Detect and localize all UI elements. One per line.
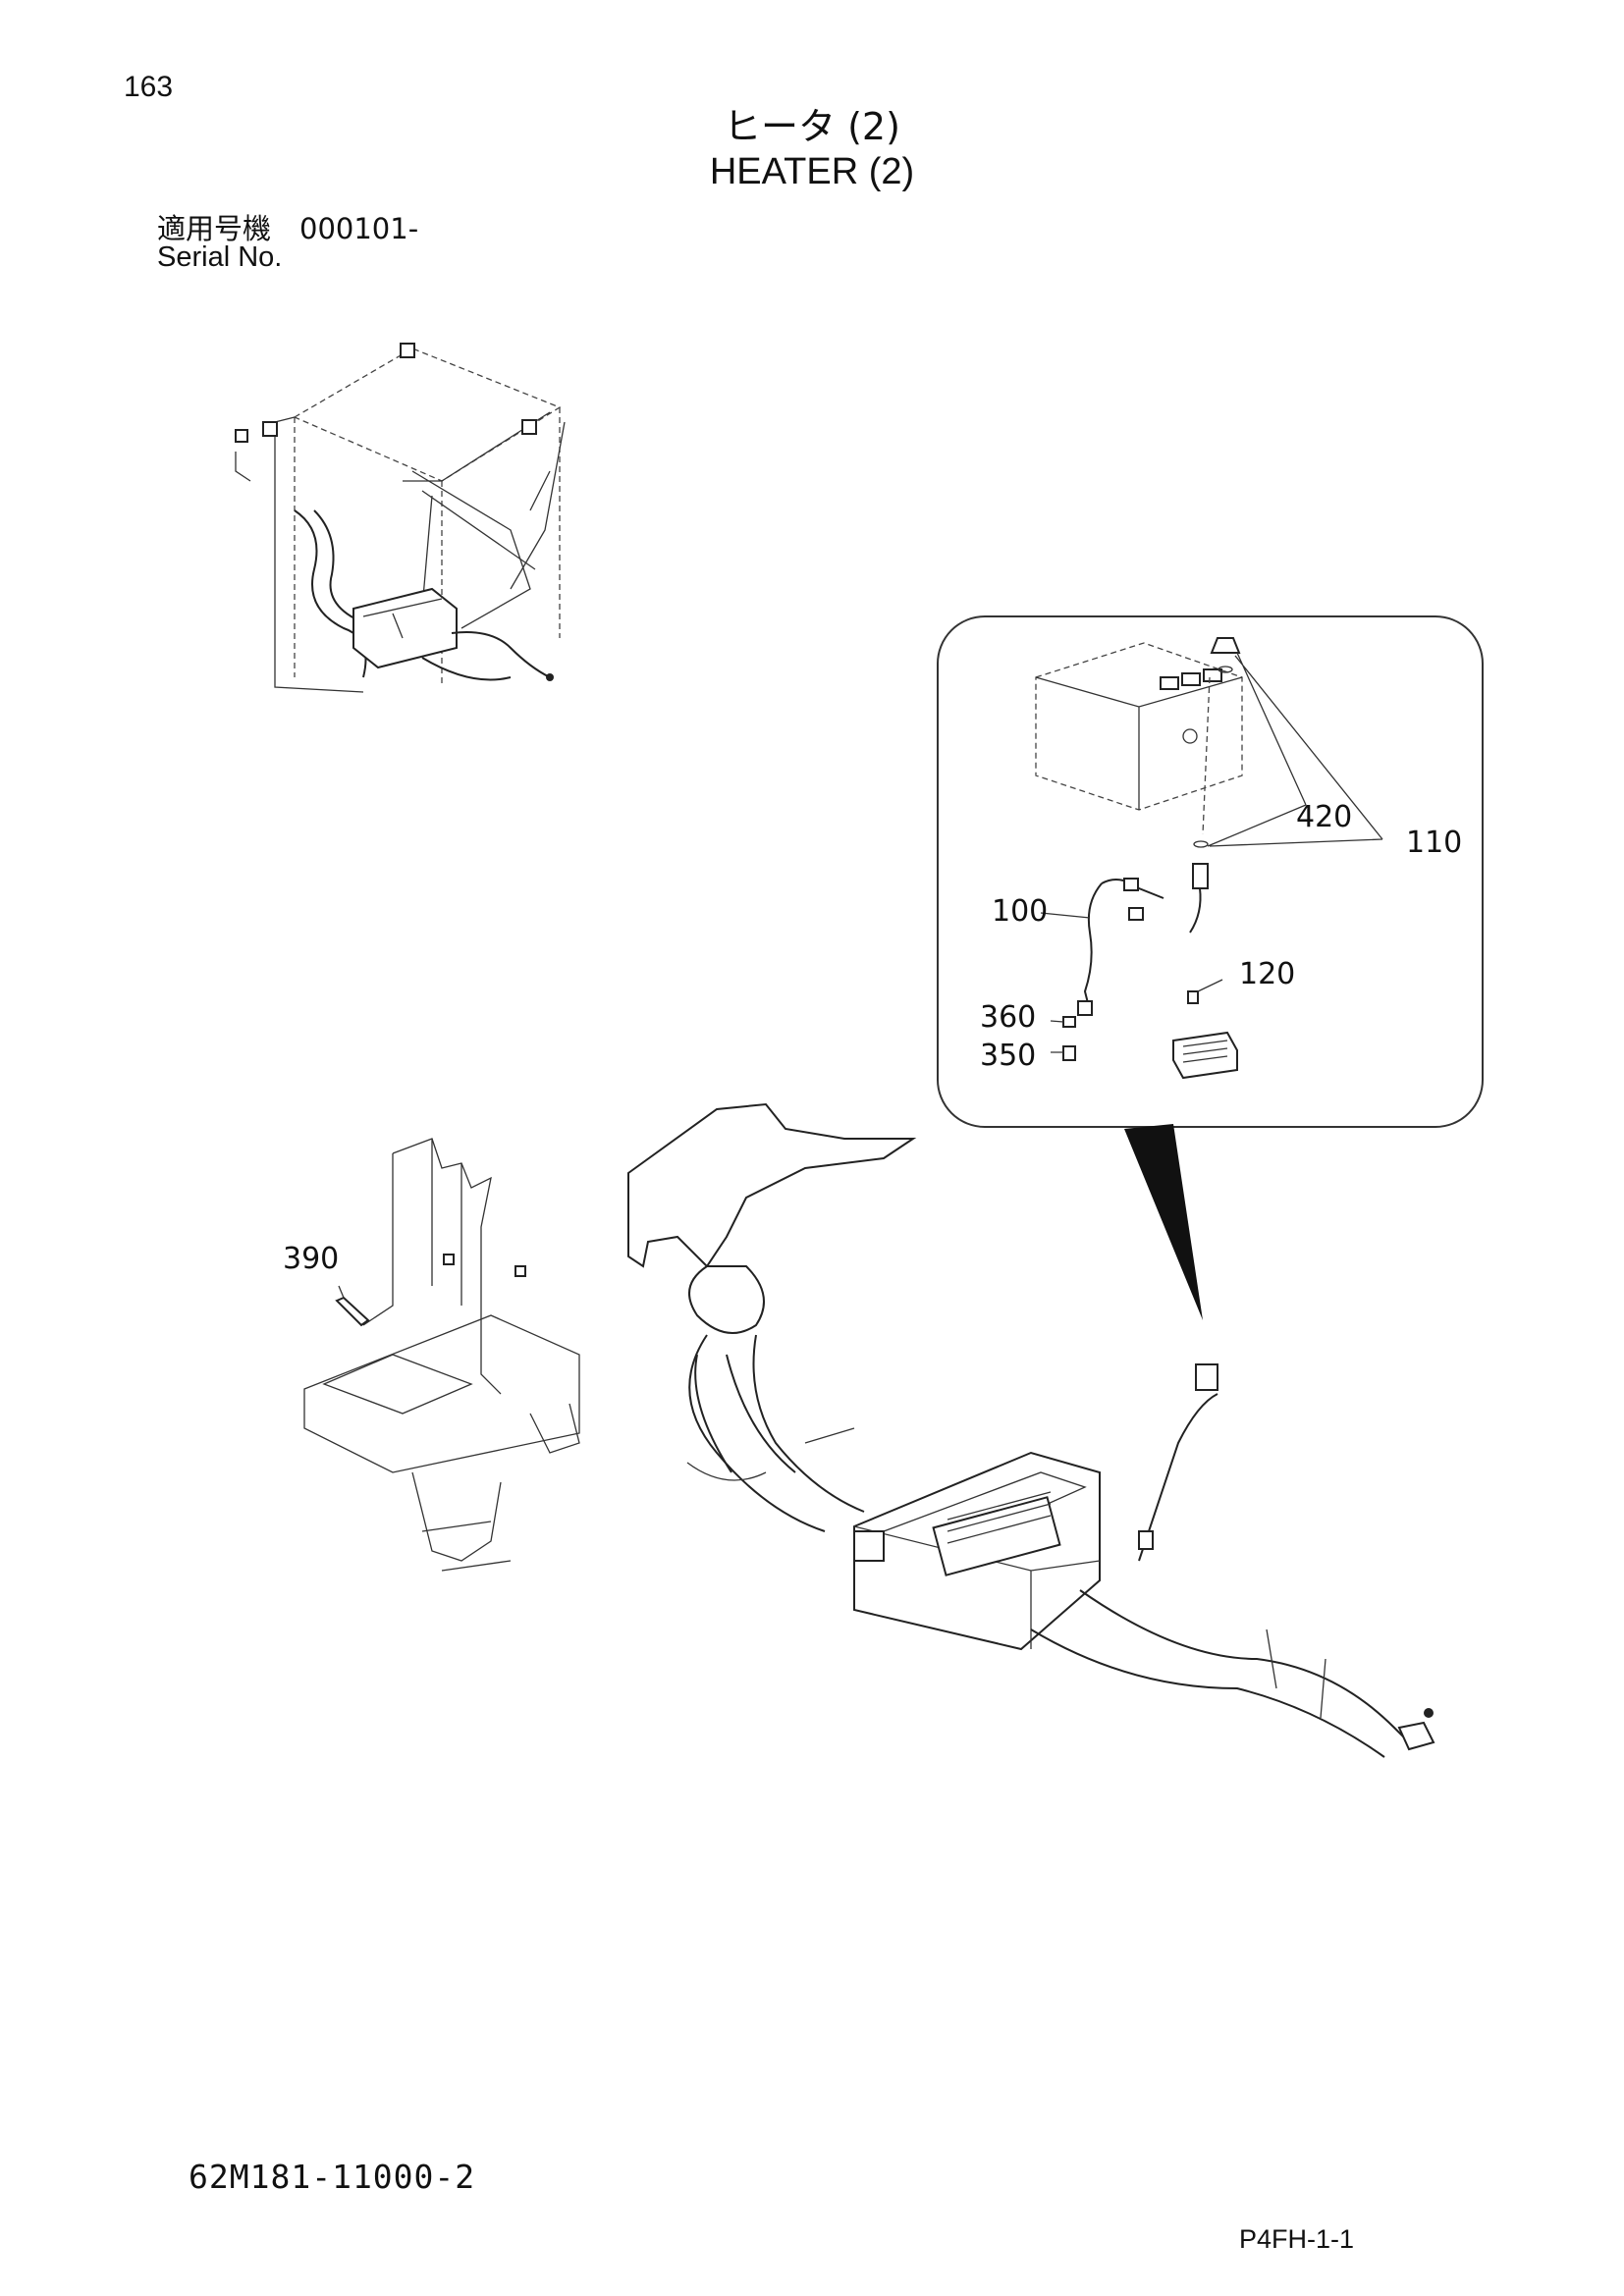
cab-overview-drawing (235, 343, 566, 693)
sheet-code: P4FH-1-1 (1239, 2224, 1355, 2254)
callout-pointer (1124, 1124, 1203, 1320)
detail-box (937, 615, 1484, 1320)
page-number: 163 (124, 71, 174, 103)
serial-label-en: Serial No. (157, 241, 283, 273)
callout-360: 360 (980, 1000, 1036, 1035)
page-title-en: HEATER (2) (709, 151, 915, 192)
callout-390: 390 (283, 1242, 339, 1276)
callout-350: 350 (980, 1039, 1036, 1073)
callout-420: 420 (1296, 800, 1352, 834)
callout-110: 110 (1406, 826, 1462, 860)
serial-label-jp: 適用号機 000101- (157, 212, 419, 245)
callout-120: 120 (1239, 957, 1295, 991)
callout-100: 100 (992, 894, 1048, 929)
page-title-jp: ヒータ (2) (724, 105, 900, 148)
drawing-code: 62M181-11000-2 (189, 2158, 476, 2196)
main-assembly-drawing (303, 1102, 1435, 1758)
